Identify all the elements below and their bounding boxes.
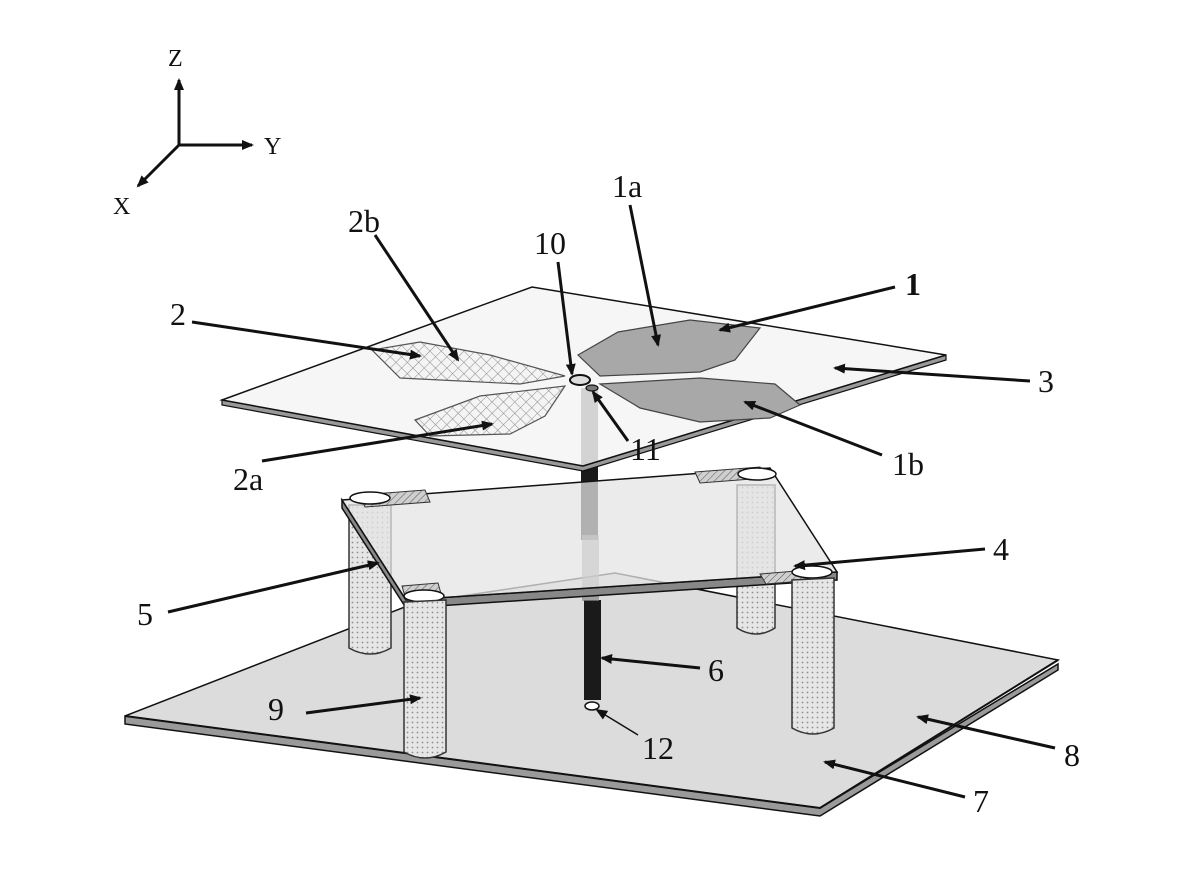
arrow-2 <box>191 320 422 360</box>
arrow-2a <box>261 420 494 463</box>
label-1b: 1b <box>892 446 924 482</box>
arrow-4 <box>793 547 986 571</box>
label-2b: 2b <box>348 203 380 239</box>
arrow-7 <box>823 759 966 799</box>
arrow-12 <box>595 708 639 736</box>
dipole-arm-1a <box>577 319 762 377</box>
ground-plane-edge <box>124 659 1059 810</box>
label-10: 10 <box>534 225 566 261</box>
hole-front-right <box>791 565 833 579</box>
post-front-right <box>791 577 835 735</box>
feed-point-11 <box>585 384 599 392</box>
label-6: 6 <box>708 652 724 688</box>
feed-port-12 <box>584 701 600 711</box>
arrow-5 <box>167 560 380 614</box>
arrow-2b <box>373 234 460 362</box>
label-3: 3 <box>1038 363 1054 399</box>
arrow-1b <box>743 400 883 457</box>
reference-numerals: 1 1a 1b 2 2b 2a 3 10 11 4 5 6 9 12 8 7 <box>137 168 1080 819</box>
arrow-9 <box>305 694 422 715</box>
dipole-arm-1b <box>598 377 802 423</box>
label-5: 5 <box>137 596 153 632</box>
arrow-6 <box>600 654 701 670</box>
post-front-left <box>403 599 447 759</box>
label-2: 2 <box>170 296 186 332</box>
hole-back-right <box>737 467 777 481</box>
y-axis-label: Y <box>264 134 281 160</box>
arrow-8 <box>916 714 1056 750</box>
label-7: 7 <box>973 783 989 819</box>
coordinate-axes: Z Y X <box>113 46 281 220</box>
arrow-11 <box>591 390 630 442</box>
feed-line-lower <box>584 600 601 700</box>
label-11: 11 <box>630 431 661 467</box>
front-posts <box>403 577 835 759</box>
label-12: 12 <box>642 730 674 766</box>
x-axis-label: X <box>113 194 130 220</box>
label-1: 1 <box>905 266 921 302</box>
z-axis-label: Z <box>168 46 183 72</box>
arrow-3 <box>833 363 1031 383</box>
feed-point-10 <box>569 374 591 386</box>
label-1a: 1a <box>612 168 642 204</box>
hole-back-left <box>349 491 391 505</box>
middle-board-top <box>340 467 839 601</box>
arrow-10 <box>556 261 576 376</box>
middle-board <box>340 466 839 609</box>
arrow-1a <box>628 204 661 347</box>
label-4: 4 <box>993 531 1009 567</box>
dipole-arm-2a <box>413 385 567 437</box>
label-2a: 2a <box>233 461 263 497</box>
label-9: 9 <box>268 691 284 727</box>
arrow-1 <box>718 285 896 333</box>
label-8: 8 <box>1064 737 1080 773</box>
leader-arrows <box>167 204 1056 799</box>
x-axis <box>136 143 181 188</box>
